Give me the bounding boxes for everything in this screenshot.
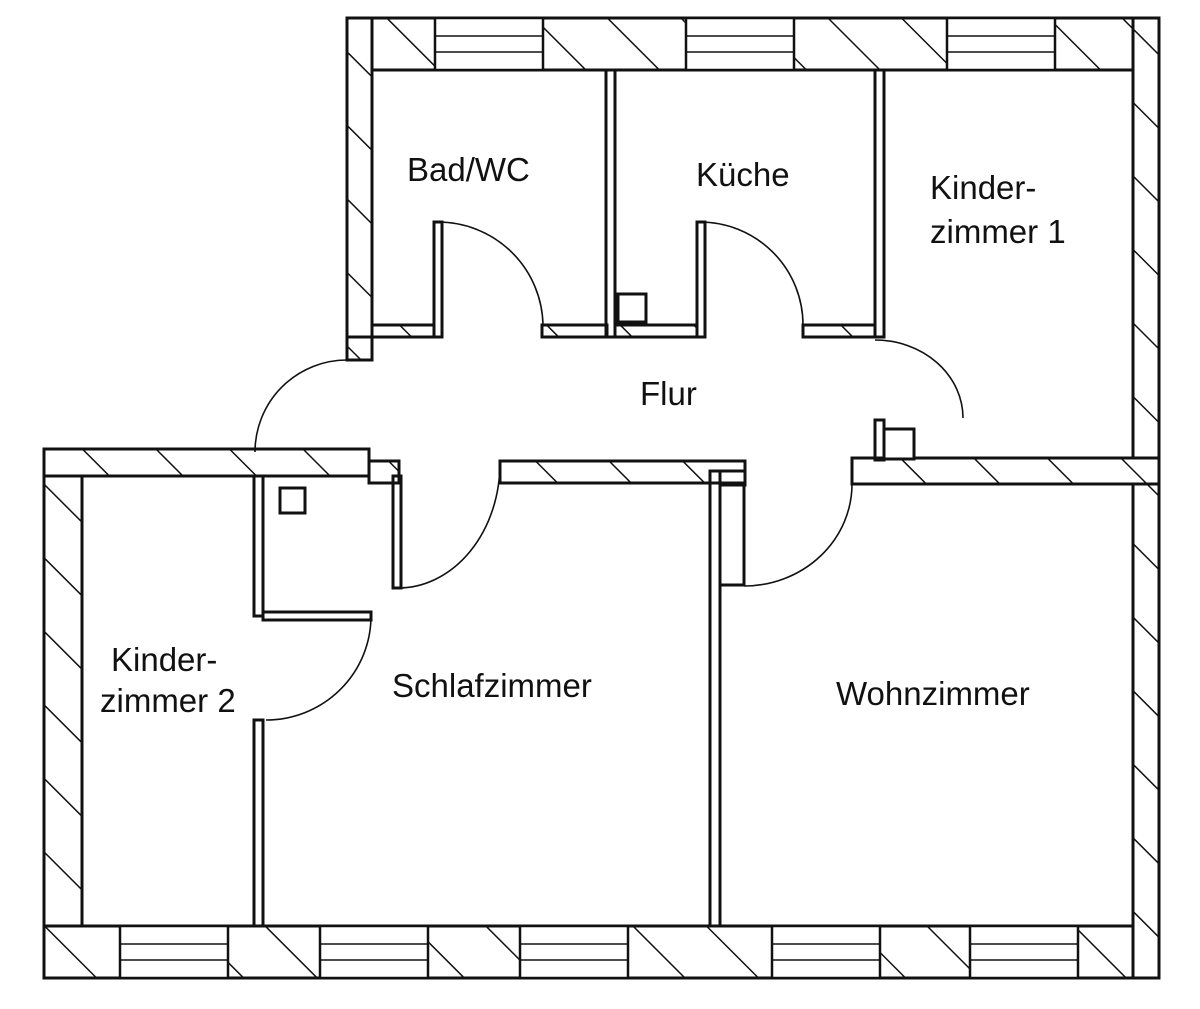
shaft-kueche <box>616 292 648 324</box>
wohn-door-jamb <box>718 483 746 587</box>
wall-lower-right <box>1131 458 1161 980</box>
window-wohnzimmer-right <box>968 924 1080 980</box>
window-schlafzimmer-right <box>518 924 630 980</box>
door-kinderzimmer2 <box>265 615 372 721</box>
partition-kind2-schlaf-upper <box>252 474 265 618</box>
door-schlafzimmer <box>397 462 501 589</box>
shaft-flur-right <box>882 427 916 461</box>
label-kinderzimmer2-line2: zimmer 2 <box>100 682 236 719</box>
shafts <box>278 292 916 515</box>
label-bad-wc: Bad/WC <box>407 151 530 188</box>
window-schlafzimmer-left <box>318 924 430 980</box>
wall-flur-wohnzimmer <box>850 456 1161 486</box>
label-kinderzimmer1-line2: zimmer 1 <box>930 213 1066 250</box>
kueche-door-jamb <box>695 220 707 339</box>
label-kinderzimmer1-line1: Kinder- <box>930 169 1036 206</box>
kind2-door-jamb <box>261 610 373 622</box>
partition-kind2-schlaf-lower <box>252 718 265 928</box>
partition-bad-kueche <box>604 68 617 339</box>
partition-upper-left-stub <box>345 335 374 362</box>
bad-door-jamb <box>432 220 444 339</box>
partition-kueche-kinderzimmer1 <box>873 68 886 339</box>
door-kueche <box>699 221 804 326</box>
wall-kueche-bottom <box>613 323 699 339</box>
window-kinderzimmer1 <box>945 16 1057 72</box>
interior-walls <box>252 68 886 928</box>
window-wohnzimmer-left <box>770 924 882 980</box>
door-swings <box>254 221 964 721</box>
wall-bad-bottom <box>370 323 436 339</box>
window-kinderzimmer2 <box>118 924 230 980</box>
label-schlafzimmer: Schlafzimmer <box>392 667 592 704</box>
wall-kueche-bottom-right <box>801 323 877 339</box>
windows <box>118 16 1080 980</box>
wall-lower-left <box>42 447 84 980</box>
wall-flur-schlafzimmer <box>498 459 747 485</box>
label-flur: Flur <box>640 375 697 412</box>
shaft-kinderzimmer2 <box>278 486 307 515</box>
label-wohnzimmer: Wohnzimmer <box>836 675 1030 712</box>
door-bad <box>437 221 544 326</box>
exterior-walls <box>42 16 1161 980</box>
window-bad <box>433 16 545 72</box>
wall-upper-left <box>345 16 374 362</box>
label-kueche: Küche <box>696 156 790 193</box>
wall-bad-bottom-right <box>540 323 609 339</box>
partition-schlaf-wohn <box>708 469 722 928</box>
door-kinderzimmer1 <box>874 339 964 419</box>
label-kinderzimmer2-line1: Kinder- <box>111 641 217 678</box>
door-wohnzimmer <box>743 483 853 587</box>
wall-upper-right <box>1131 16 1161 462</box>
door-entrance <box>254 359 348 453</box>
room-labels: Bad/WC Küche Kinder- zimmer 1 Flur Kinde… <box>100 151 1066 719</box>
wall-lower-top-left <box>42 447 371 478</box>
schlaf-door-jamb <box>391 474 403 590</box>
window-kueche <box>684 16 796 72</box>
